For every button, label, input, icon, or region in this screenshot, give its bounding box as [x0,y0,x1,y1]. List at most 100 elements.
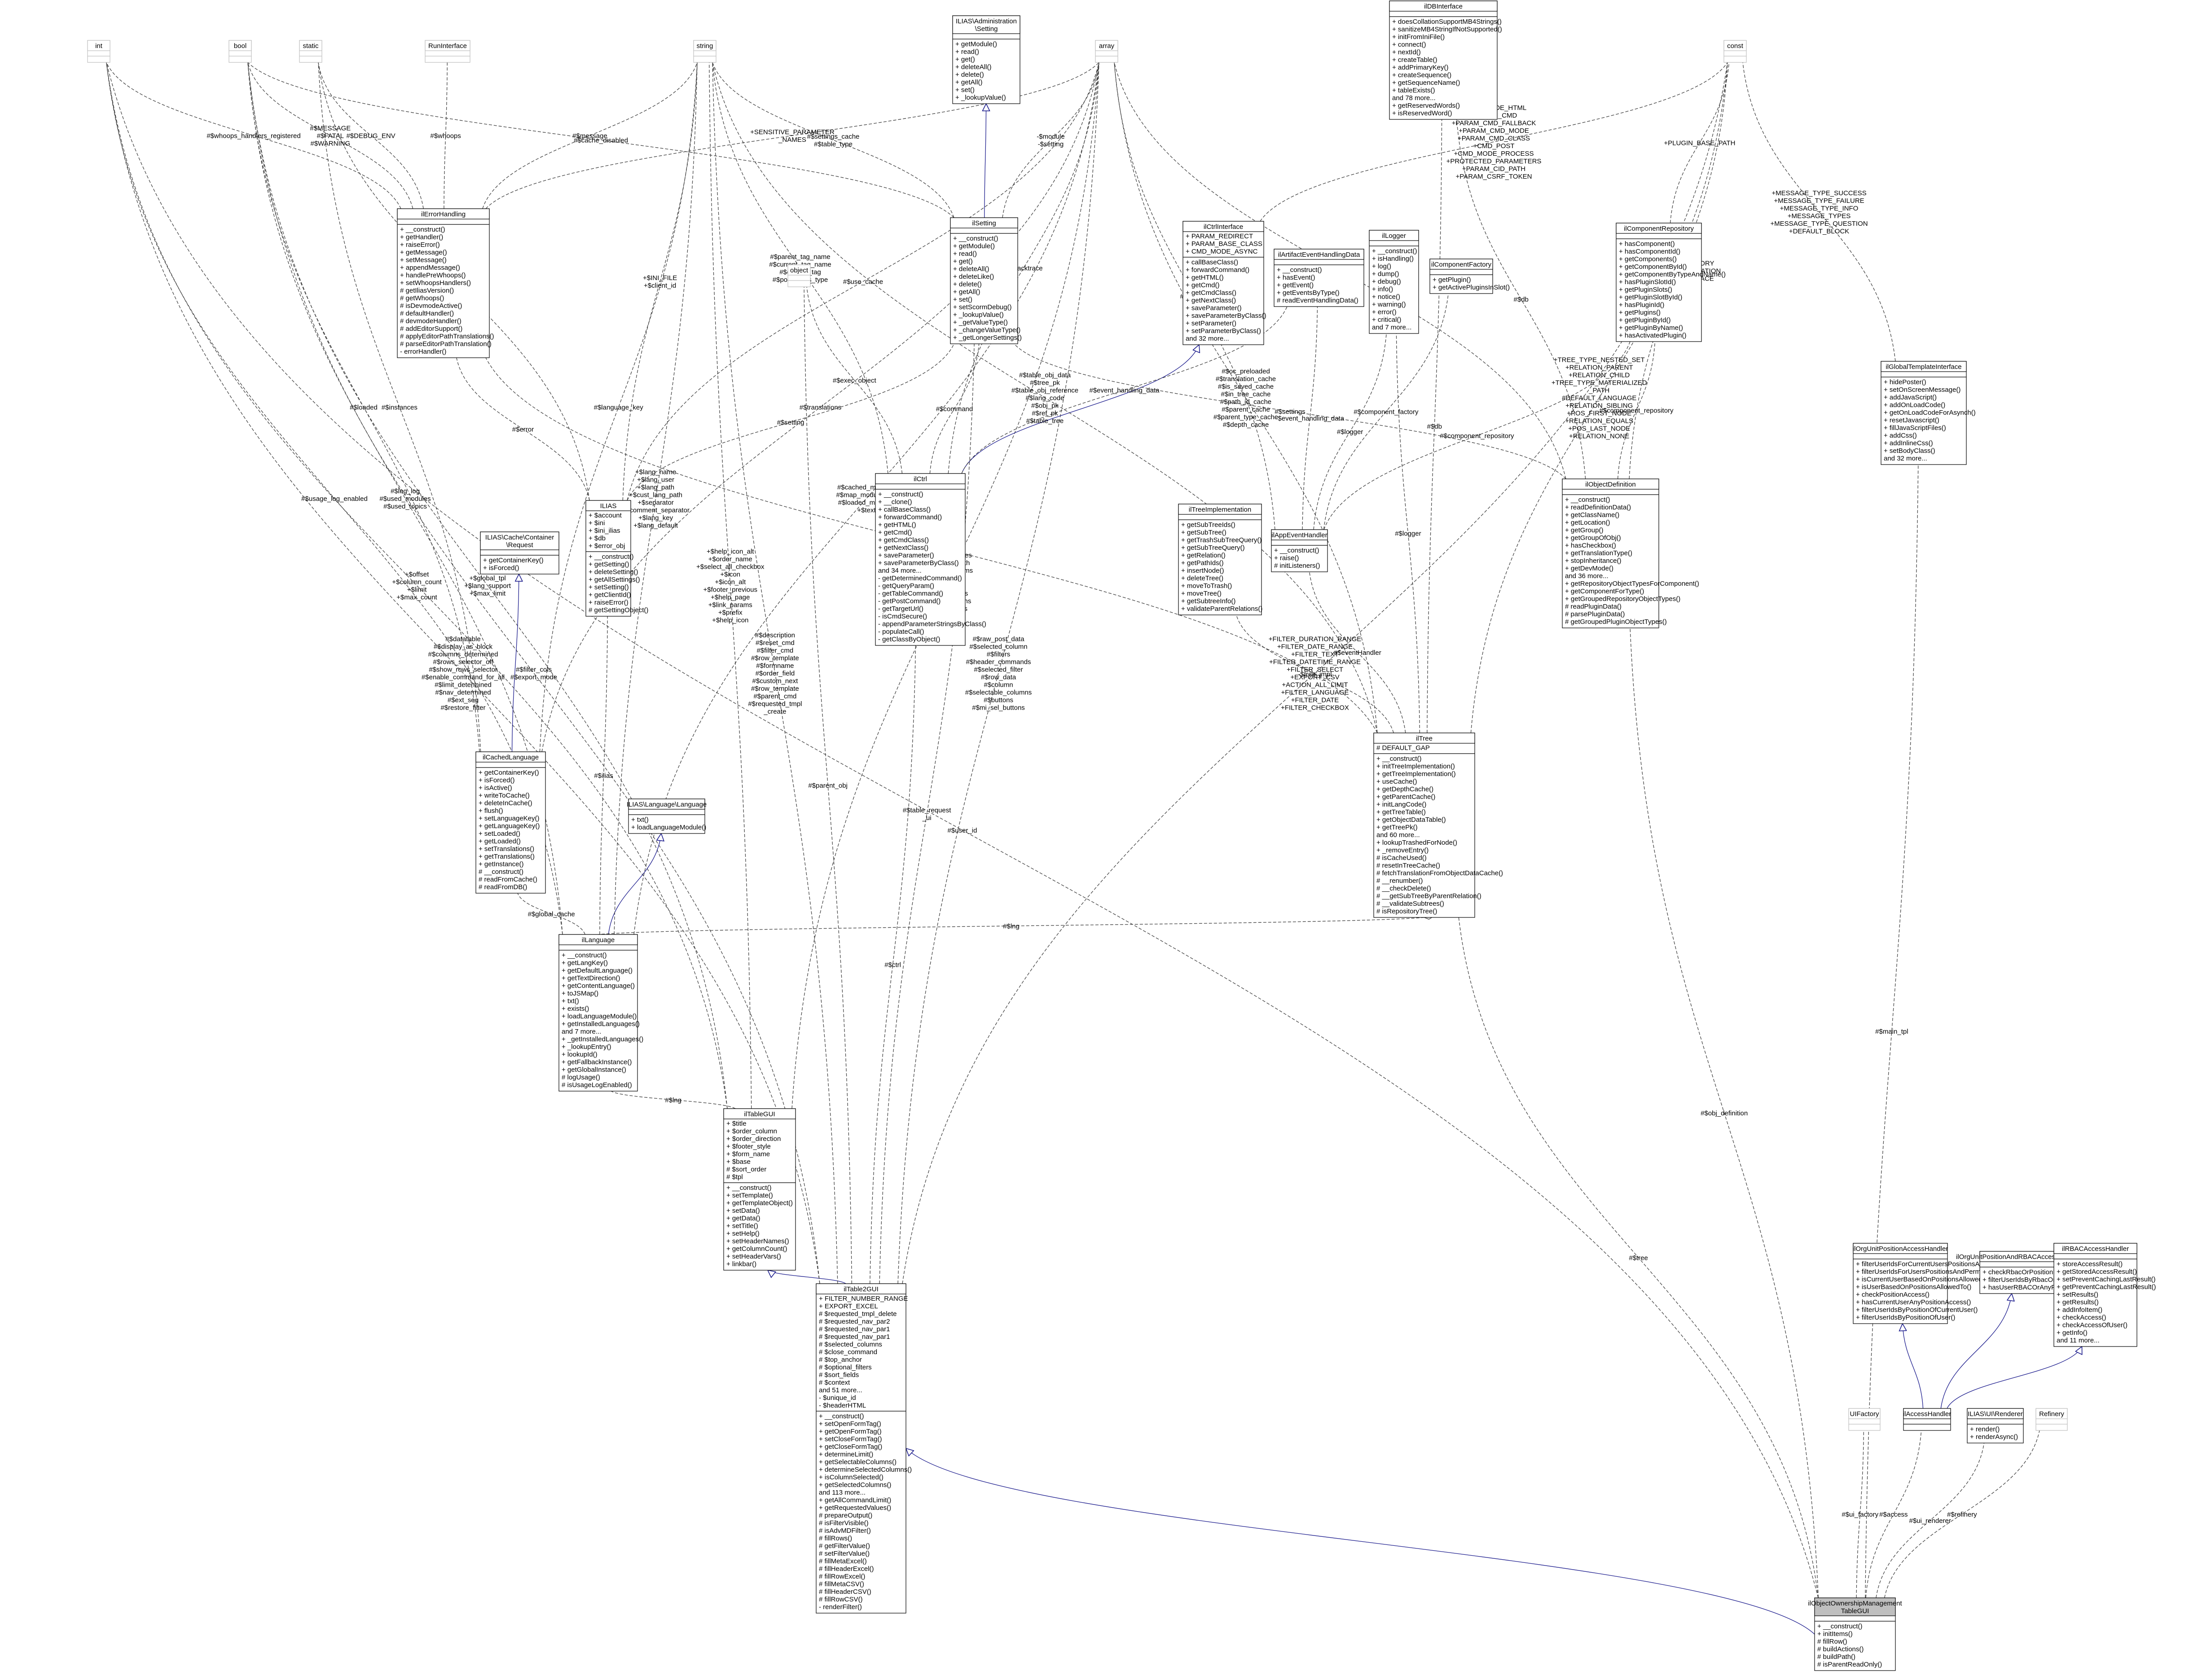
class-node-static[interactable]: static [299,40,322,63]
class-method: + hidePoster() [1884,378,1926,386]
usage-edge-errh-to-int [106,62,401,209]
usage-edge-tree-to-array [1114,62,1377,733]
class-node-logger[interactable]: ilLogger+ __construct()+ isHandling()+ l… [1369,230,1419,334]
class-node-objdef[interactable]: ilObjectDefinition+ __construct()+ readD… [1562,478,1699,628]
edge-label-line: +$lang_path [637,484,674,491]
class-method: + __construct() [400,226,445,233]
class-node-string[interactable]: string [693,40,716,63]
edge-label-line: #$datatable [445,636,480,643]
class-node-refinery[interactable]: Refinery [2035,1408,2068,1431]
edge-label: #$message [572,132,607,140]
class-attribute: + $ini [589,519,605,527]
class-method: + setSetting() [589,583,629,591]
class-method: + appendMessage() [400,264,460,272]
edge-label-line: +$lang_default [633,522,678,530]
class-method: + __construct() [562,952,607,959]
edge-label-line: #$parent_obj [808,782,848,790]
class-node-object[interactable]: object [787,264,811,287]
class-node-tablegui[interactable]: ilTableGUI+ $title+ $order_column+ $orde… [723,1108,796,1271]
class-method: + setData() [726,1207,760,1215]
edge-label: #$refinery [1947,1511,1977,1518]
class-method: + fillJavaScriptFiles() [1884,424,1946,432]
class-node-rtint[interactable]: RunInterface [425,40,470,63]
usage-edge-cachedlang-to-string [540,62,698,752]
class-title: const [1727,42,1744,50]
class-node-uifactory[interactable]: UIFactory [1848,1408,1881,1431]
usage-edge-tablegui-to-int [106,62,727,1109]
class-node-cachereq[interactable]: ILIAS\Cache\Container\Request+ getContai… [480,531,559,575]
class-title: ILIAS\UI\Renderer [1968,1410,2023,1418]
class-title-box [693,40,716,51]
class-node-globtpl[interactable]: ilGlobalTemplateInterface+ hidePoster()+… [1881,361,1976,465]
edge-label-line: +$help_page [711,594,750,601]
class-node-appevh[interactable]: ilAppEventHandler+ __construct()+ raise(… [1271,529,1328,572]
edge-label-line: #$path_id_cache [1220,398,1271,406]
class-method: + initFromIniFile() [1392,33,1445,41]
class-node-const[interactable]: const [1723,40,1747,63]
class-node-rbacaccess[interactable]: ilRBACAccessHandler+ storeAccessResult()… [2053,1243,2156,1347]
class-node-setting[interactable]: ilSetting+ __construct()+ getModule()+ r… [950,217,1022,344]
class-method: + setWhoopsHandlers() [400,279,471,287]
class-method: + getPreventCachingLastResult() [2057,1283,2156,1291]
class-attribute: + $form_name [726,1150,770,1158]
usage-edge-errh-to-bool [247,62,413,209]
class-method: + setScormDebug() [953,303,1011,311]
class-node-ilias[interactable]: ILIAS+ $account+ $ini+ $ini_ilias+ $db+ … [585,500,648,617]
class-node-langif[interactable]: ILIAS\Language\Language+ txt()+ loadLang… [627,798,707,834]
class-method: + hasPluginId() [1619,301,1664,309]
edge-label: +$help_icon_alt+$order_name+$select_all_… [696,548,765,624]
class-node-int[interactable]: int [87,40,110,63]
class-node-language[interactable]: ilLanguage+ __construct()+ getLangKey()+… [558,934,643,1092]
usage-edge-objdef-to-array [1114,62,1566,479]
class-box [1853,1243,1948,1324]
class-box [558,934,638,1092]
class-node-bool[interactable]: bool [229,40,252,63]
class-method: + getAllSettings() [589,576,640,583]
class-node-uirenderer[interactable]: ILIAS\UI\Renderer+ render()+ renderAsync… [1967,1408,2024,1443]
class-method: + getComponentById() [1619,263,1687,271]
class-node-artifact[interactable]: ilArtifactEventHandlingData+ __construct… [1274,249,1364,307]
class-node-cachedlang[interactable]: ilCachedLanguage+ getContainerKey()+ isF… [475,751,546,894]
class-node-ctrlint[interactable]: ilCtrlInterface+ PARAM_REDIRECT+ PARAM_B… [1182,221,1266,345]
class-method: + render() [1970,1426,2000,1433]
class-node-ctrl[interactable]: ilCtrl+ __construct()+ __clone()+ callBa… [875,473,986,646]
edge-label: #$tree [1629,1255,1648,1262]
class-box [950,217,1018,344]
class-method: + deleteInCache() [479,799,532,807]
class-node-accessh[interactable]: ilAccessHandler [1903,1408,1952,1431]
edge-label: #$whoops [430,132,461,140]
class-method: + getLoaded() [479,838,521,845]
usage-edge-main-to-int [106,62,1818,1598]
class-node-admsetting[interactable]: ILIAS\Administration\Setting+ getModule(… [952,15,1020,104]
class-node-treeimpl[interactable]: ilTreeImplementation+ getSubTreeIds()+ g… [1178,504,1262,615]
class-node-comprep[interactable]: ilComponentRepository+ hasComponent()+ h… [1616,223,1726,342]
class-node-idbint[interactable]: ilDBInterface+ doesCollationSupportMB4St… [1389,0,1502,120]
class-method: + __construct() [1376,755,1421,763]
class-method: + set() [955,86,975,94]
class-method: + getEventsByType() [1277,289,1340,297]
class-method: + __construct() [1565,496,1610,504]
class-title-box [558,934,638,945]
edge-label-line: +$comment_separator [622,507,690,514]
class-node-table2gui[interactable]: ilTable2GUI+ FILTER_NUMBER_RANGE+ EXPORT… [816,1283,912,1614]
class-title-box [397,208,490,219]
class-node-tree[interactable]: ilTree# DEFAULT_GAP+ __construct()+ init… [1373,733,1503,918]
class-method: + getDevMode() [1565,565,1613,572]
edge-label-line: #$ctrl [884,961,901,969]
class-node-compfac[interactable]: ilComponentFactory+ getPlugin()+ getActi… [1429,259,1510,294]
edge-label: #$ilias [594,772,613,780]
edge-label-line: +PARAM_CSRF_TOKEN [1456,173,1532,180]
usage-edge-objdef-to-idbint [1456,119,1586,479]
class-node-array[interactable]: array [1095,40,1118,63]
class-method: # fillHeaderCSV() [819,1588,871,1596]
class-method: # fillMetaCSV() [819,1580,864,1588]
edge-label: #$DEBUG_ENV [346,132,395,140]
class-method: + getSubTreeQuery() [1181,544,1245,552]
class-node-errh[interactable]: ilErrorHandling+ __construct()+ getHandl… [397,208,494,358]
class-method: + read() [953,250,977,258]
class-title-box [1967,1408,2024,1419]
edge-label: +SENSITIVE_PARAMETER_NAMES [750,128,835,144]
edge-label: +TREE_TYPE_NESTED_SET+RELATION_PARENT+RE… [1552,356,1647,440]
class-node-orguaccess[interactable]: ilOrgUnitPositionAccessHandler+ filterUs… [1853,1243,2025,1324]
